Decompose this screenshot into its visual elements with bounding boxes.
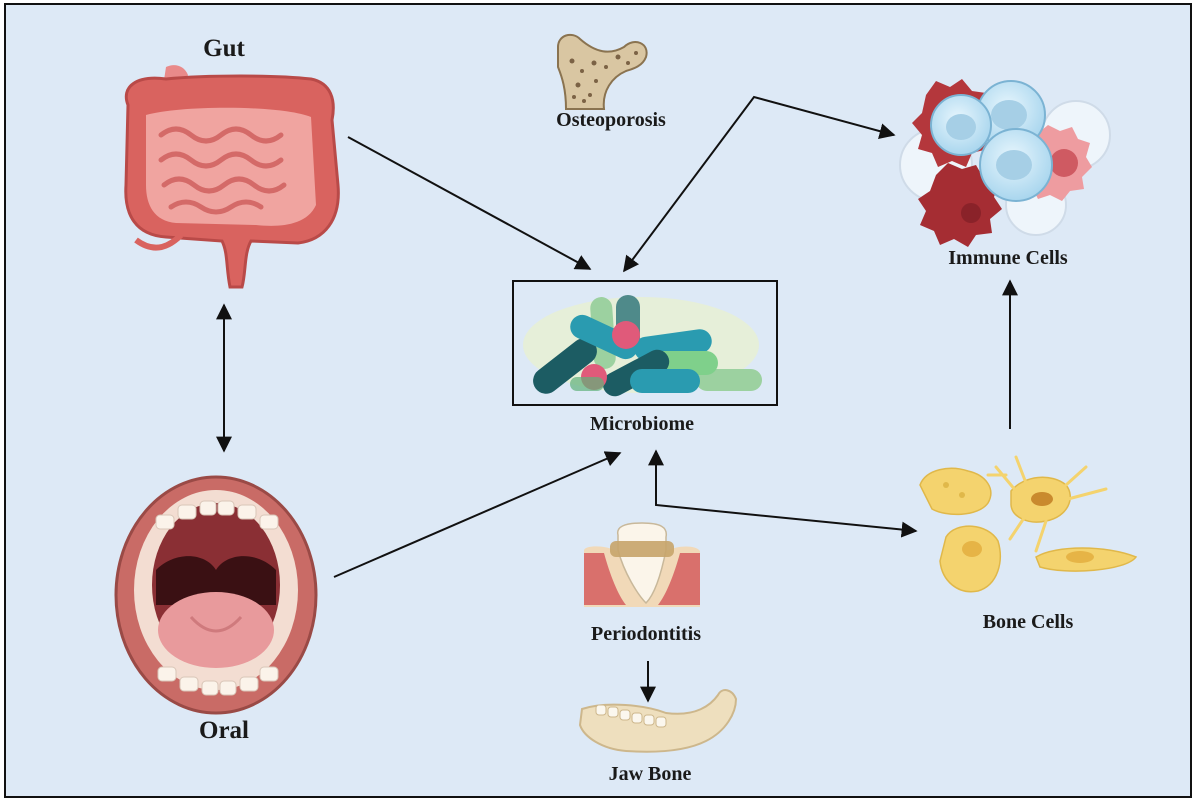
porous-bone-icon xyxy=(557,33,648,110)
arrow-microbiome-bone-cells xyxy=(648,449,918,538)
osteoporosis-label: Osteoporosis xyxy=(556,109,666,131)
arrow-immune-microbiome xyxy=(623,95,896,273)
open-mouth-icon xyxy=(114,475,318,715)
gut-label: Gut xyxy=(203,35,245,62)
periodontitis-label: Periodontitis xyxy=(591,623,701,645)
microbiome-label: Microbiome xyxy=(589,413,695,435)
arrow-oral-microbiome xyxy=(333,451,622,578)
bacteria-icon xyxy=(523,295,762,397)
bone-cell-icon xyxy=(919,455,1138,593)
immune-cells-label: Immune Cells xyxy=(948,247,1068,269)
diagram-canvas xyxy=(114,33,1138,753)
microbiome-box xyxy=(512,280,778,406)
immune-cell-cluster-icon xyxy=(899,79,1111,247)
intestine-icon xyxy=(124,65,340,289)
bone-cells-label: Bone Cells xyxy=(982,611,1074,633)
jaw-bone-label: Jaw Bone xyxy=(608,763,692,785)
diseased-tooth-icon xyxy=(584,522,700,607)
arrow-gut-microbiome xyxy=(347,136,592,270)
oral-label: Oral xyxy=(199,717,249,744)
arrows xyxy=(216,95,1018,703)
mandible-icon xyxy=(578,689,738,753)
diagram-frame: Gut Oral Osteoporosis Microbiome Immune … xyxy=(4,3,1192,798)
